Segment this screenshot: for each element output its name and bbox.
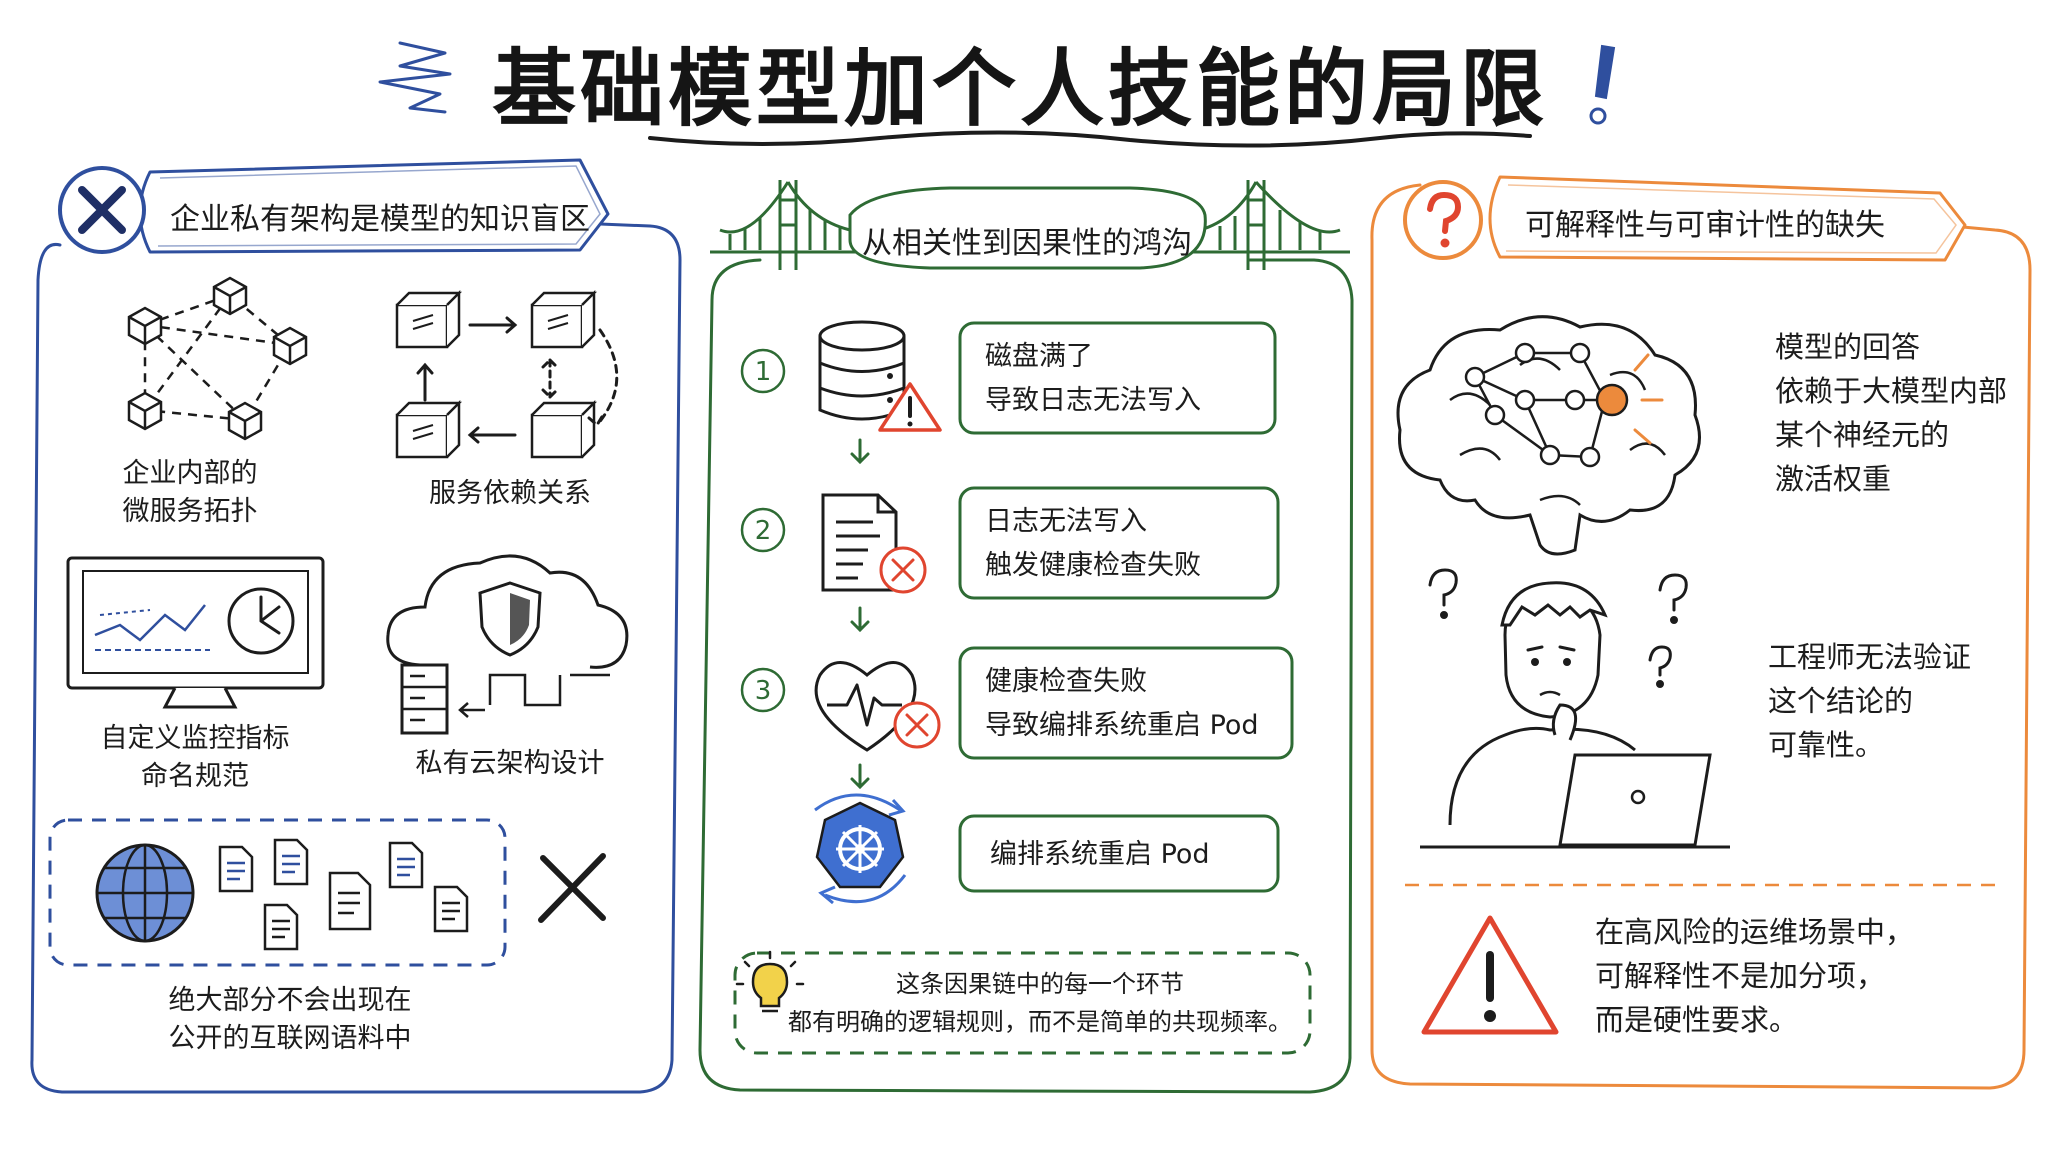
right-title-banner [1488, 175, 1967, 262]
step-number-2: 2 [740, 507, 786, 553]
item-label-dependency: 服务依赖关系 [429, 478, 591, 509]
step-number-2-text: 2 [755, 516, 772, 546]
internet-corpus-box [48, 818, 507, 967]
left-footer-text: 绝大部分不会出现在 公开的互联网语料中 [168, 985, 412, 1054]
step-1-text: 磁盘满了 导致日志无法写入 [985, 341, 1201, 416]
center-panel-title: 从相关性到因果性的鸿沟 [862, 226, 1192, 261]
microservice-topology-icon [127, 276, 308, 441]
left-panel-title: 企业私有架构是模型的知识盲区 [170, 202, 590, 237]
step-3-text: 健康检查失败 导致编排系统重启 Pod [985, 666, 1259, 741]
x-circle-icon [58, 166, 146, 254]
brain-network-icon [1396, 315, 1701, 556]
step-number-3: 3 [740, 667, 786, 713]
log-file-error-icon [821, 493, 927, 594]
causal-chain-note: 这条因果链中的每一个环节 都有明确的逻辑规则，而不是简单的共现频率。 [788, 970, 1292, 1036]
step-number-1-text: 1 [755, 357, 772, 387]
service-dependency-icon [395, 289, 619, 459]
engineer-explanation-text: 工程师无法验证 这个结论的 可靠性。 [1768, 640, 1972, 762]
step-2-text: 日志无法写入 触发健康检查失败 [985, 506, 1201, 581]
monitor-dashboard-icon [66, 556, 325, 709]
page-title: 基础模型加个人技能的局限 [491, 40, 1548, 138]
confused-engineer-icon [1420, 568, 1730, 849]
step-number-1: 1 [740, 348, 786, 394]
globe-icon [95, 843, 195, 943]
brain-explanation-text: 模型的回答 依赖于大模型内部 某个神经元的 激活权重 [1775, 330, 2008, 496]
question-circle-icon [1403, 180, 1483, 260]
warning-text: 在高风险的运维场景中， 可解释性不是加分项， 而是硬性要求。 [1595, 915, 1915, 1037]
lightbulb-icon [735, 950, 805, 1013]
step-number-3-text: 3 [755, 676, 772, 706]
item-label-topology: 企业内部的 微服务拓扑 [122, 458, 258, 527]
document-stack-icon [218, 838, 469, 951]
health-check-fail-icon [814, 661, 941, 752]
step-arrows [850, 438, 870, 790]
warning-triangle-icon [1421, 915, 1559, 1035]
exclamation-icon [1589, 44, 1616, 125]
private-cloud-icon [386, 554, 629, 735]
step-box-frames [958, 321, 1294, 893]
item-label-monitor: 自定义监控指标 命名规范 [100, 723, 290, 792]
bridge-banner-icon [710, 180, 1350, 270]
database-warning-icon [818, 320, 942, 432]
item-label-cloud: 私有云架构设计 [415, 748, 605, 779]
note-box [733, 951, 1312, 1055]
whoosh-lines-icon [378, 41, 452, 114]
right-panel-title: 可解释性与可审计性的缺失 [1525, 208, 1885, 243]
step-4-text: 编排系统重启 Pod [990, 839, 1210, 870]
kubernetes-restart-icon [814, 793, 907, 905]
big-x-icon [538, 853, 606, 923]
